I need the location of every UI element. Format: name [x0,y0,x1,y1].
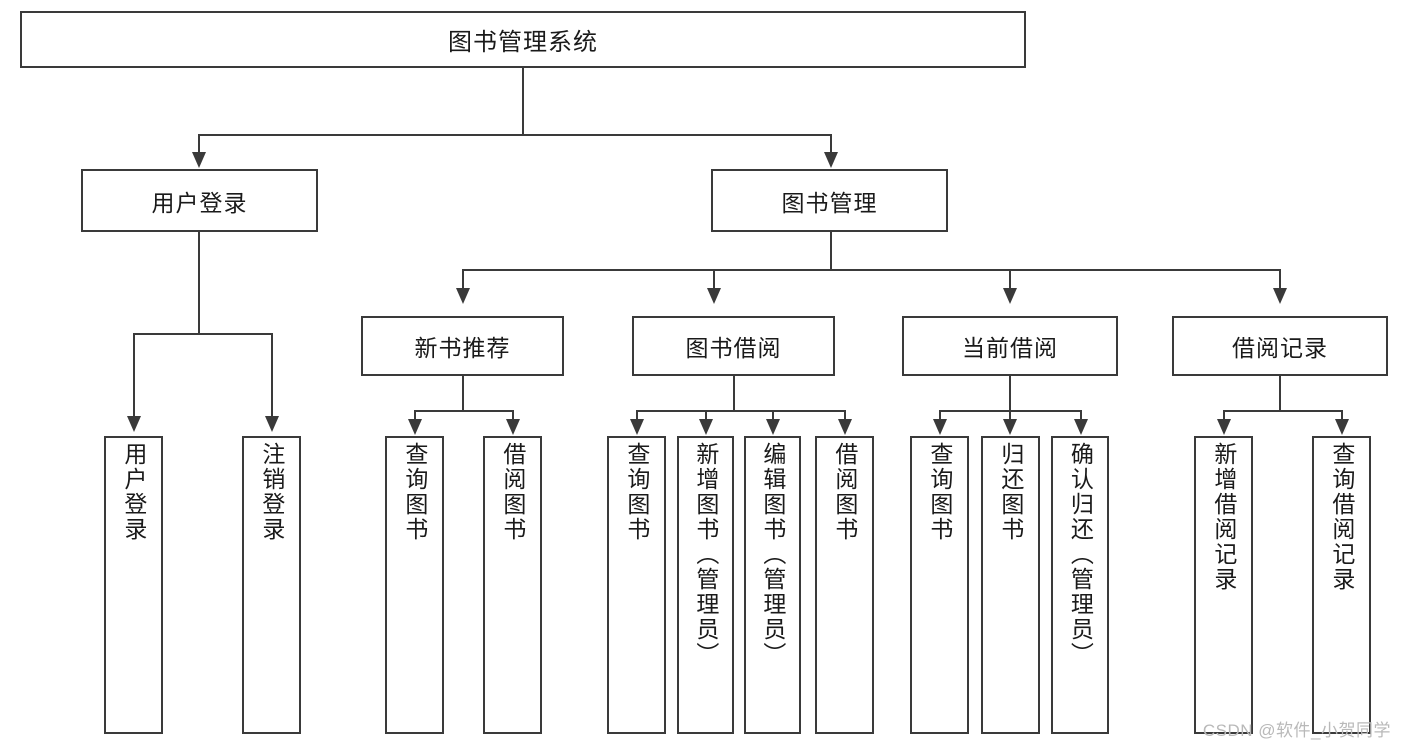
connector-book-management-stem [830,232,832,271]
connector-book-borrow-drop-4 [844,410,846,420]
connector-level3-drop-4 [1279,269,1281,289]
leaf-user-login-logout[interactable]: 注销登录 [242,436,301,734]
leaf-label: 用户登录 [120,442,147,542]
node-label: 图书管理 [781,189,878,216]
leaf-label: 新增图书（管理员） [692,442,719,667]
connector-user-login-drop-1 [133,333,135,417]
connector-new-book-stem [462,376,464,412]
leaf-borrow-record-query[interactable]: 查询借阅记录 [1312,436,1371,734]
leaf-label: 新增借阅记录 [1210,442,1237,592]
connector-borrow-record-stem [1279,376,1281,412]
connector-current-borrow-drop-3 [1080,410,1082,420]
node-label: 新书推荐 [414,335,511,361]
node-current-borrow[interactable]: 当前借阅 [902,316,1118,376]
connector-current-borrow-drop-1 [939,410,941,420]
node-label: 图书管理系统 [448,29,598,56]
node-user-login[interactable]: 用户登录 [81,169,318,232]
leaf-book-borrow-edit[interactable]: 编辑图书（管理员） [744,436,801,734]
connector-level3-drop-2 [713,269,715,289]
leaf-book-borrow-add[interactable]: 新增图书（管理员） [677,436,734,734]
node-book-borrow[interactable]: 图书借阅 [632,316,835,376]
connector-level3-drop-3 [1009,269,1011,289]
connector-book-borrow-stem [733,376,735,412]
node-label: 图书借阅 [685,335,782,361]
arrowhead-to-book-borrow-leaf-1 [630,419,644,435]
csdn-watermark: CSDN @软件_小贺同学 [1202,721,1391,740]
connector-new-book-bar [414,410,512,412]
connector-level1-right-drop [830,134,832,154]
connector-borrow-record-bar [1223,410,1341,412]
connector-borrow-record-drop-1 [1223,410,1225,420]
leaf-borrow-record-add[interactable]: 新增借阅记录 [1194,436,1253,734]
leaf-label: 查询图书 [401,442,428,542]
connector-borrow-record-drop-2 [1341,410,1343,420]
connector-root-stem [522,68,524,136]
connector-level3-bar [462,269,1279,271]
leaf-label: 借阅图书 [831,442,858,542]
connector-user-login-stem [198,232,200,334]
arrowhead-to-user-login-leaf-2 [265,416,279,432]
leaf-label: 编辑图书（管理员） [759,442,786,667]
arrowhead-to-new-book-leaf-2 [506,419,520,435]
leaf-label: 注销登录 [258,442,285,542]
leaf-user-login-login[interactable]: 用户登录 [104,436,163,734]
arrowhead-to-borrow-record-leaf-1 [1217,419,1231,435]
leaf-label: 查询图书 [623,442,650,542]
connector-new-book-drop-2 [512,410,514,420]
connector-user-login-bar [133,333,272,335]
leaf-new-book-borrow[interactable]: 借阅图书 [483,436,542,734]
arrowhead-to-book-management [824,152,838,168]
connector-book-borrow-bar [636,410,846,412]
node-new-book-recommend[interactable]: 新书推荐 [361,316,564,376]
arrowhead-to-user-login [192,152,206,168]
node-label: 借阅记录 [1232,335,1328,361]
arrowhead-to-borrow-record [1273,288,1287,304]
arrowhead-to-current-borrow-leaf-2 [1003,419,1017,435]
leaf-current-borrow-confirm-return[interactable]: 确认归还（管理员） [1051,436,1109,734]
connector-level3-drop-1 [462,269,464,289]
node-book-management[interactable]: 图书管理 [711,169,948,232]
leaf-label: 归还图书 [997,442,1024,542]
connector-user-login-drop-2 [271,333,273,417]
leaf-label: 借阅图书 [499,442,526,542]
connector-level1-bar [198,134,831,136]
arrowhead-to-new-book [456,288,470,304]
leaf-new-book-query[interactable]: 查询图书 [385,436,444,734]
arrowhead-to-book-borrow-leaf-4 [838,419,852,435]
arrowhead-to-borrow-record-leaf-2 [1335,419,1349,435]
connector-level1-left-drop [198,134,200,154]
leaf-current-borrow-query[interactable]: 查询图书 [910,436,969,734]
arrowhead-to-current-borrow-leaf-1 [933,419,947,435]
arrowhead-to-book-borrow-leaf-3 [766,419,780,435]
connector-current-borrow-stem [1009,376,1011,412]
connector-new-book-drop-1 [414,410,416,420]
connector-book-borrow-drop-2 [705,410,707,420]
arrowhead-to-current-borrow-leaf-3 [1074,419,1088,435]
connector-current-borrow-drop-2 [1009,410,1011,420]
leaf-label: 确认归还（管理员） [1067,442,1094,667]
node-label: 当前借阅 [962,335,1058,361]
leaf-label: 查询借阅记录 [1328,442,1355,592]
arrowhead-to-current-borrow [1003,288,1017,304]
connector-book-borrow-drop-1 [636,410,638,420]
arrowhead-to-user-login-leaf-1 [127,416,141,432]
arrowhead-to-book-borrow [707,288,721,304]
connector-book-borrow-drop-3 [772,410,774,420]
leaf-book-borrow-query[interactable]: 查询图书 [607,436,666,734]
node-borrow-record[interactable]: 借阅记录 [1172,316,1388,376]
leaf-current-borrow-return[interactable]: 归还图书 [981,436,1040,734]
node-label: 用户登录 [151,189,248,216]
leaf-book-borrow-borrow[interactable]: 借阅图书 [815,436,874,734]
leaf-label: 查询图书 [926,442,953,542]
arrowhead-to-new-book-leaf-1 [408,419,422,435]
arrowhead-to-book-borrow-leaf-2 [699,419,713,435]
node-root-book-management-system[interactable]: 图书管理系统 [20,11,1026,68]
